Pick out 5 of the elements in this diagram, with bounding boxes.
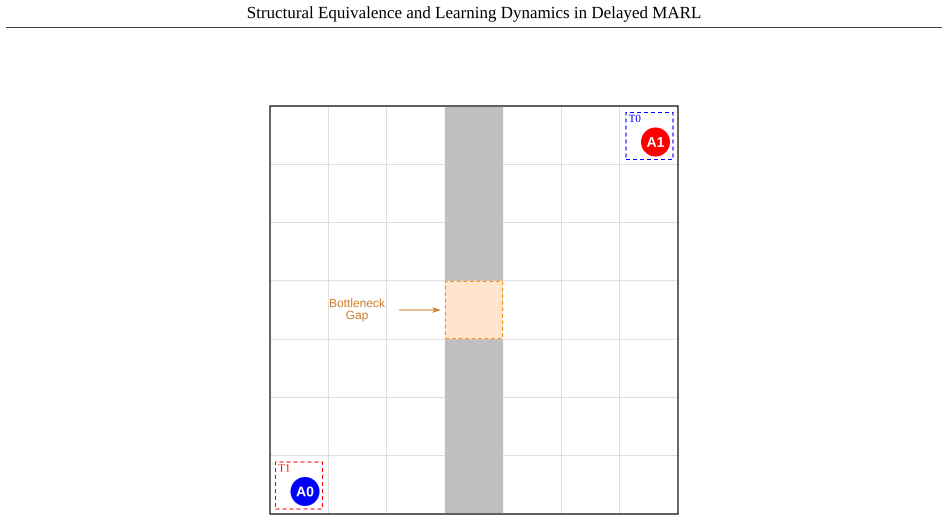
callout-text: Bottleneck Gap [330,298,386,322]
bottleneck-cell [444,280,504,340]
wall-block [444,106,504,281]
wall-block [444,339,504,514]
page-title: Structural Equivalence and Learning Dynamics in Delayed MARL [248,6,700,22]
